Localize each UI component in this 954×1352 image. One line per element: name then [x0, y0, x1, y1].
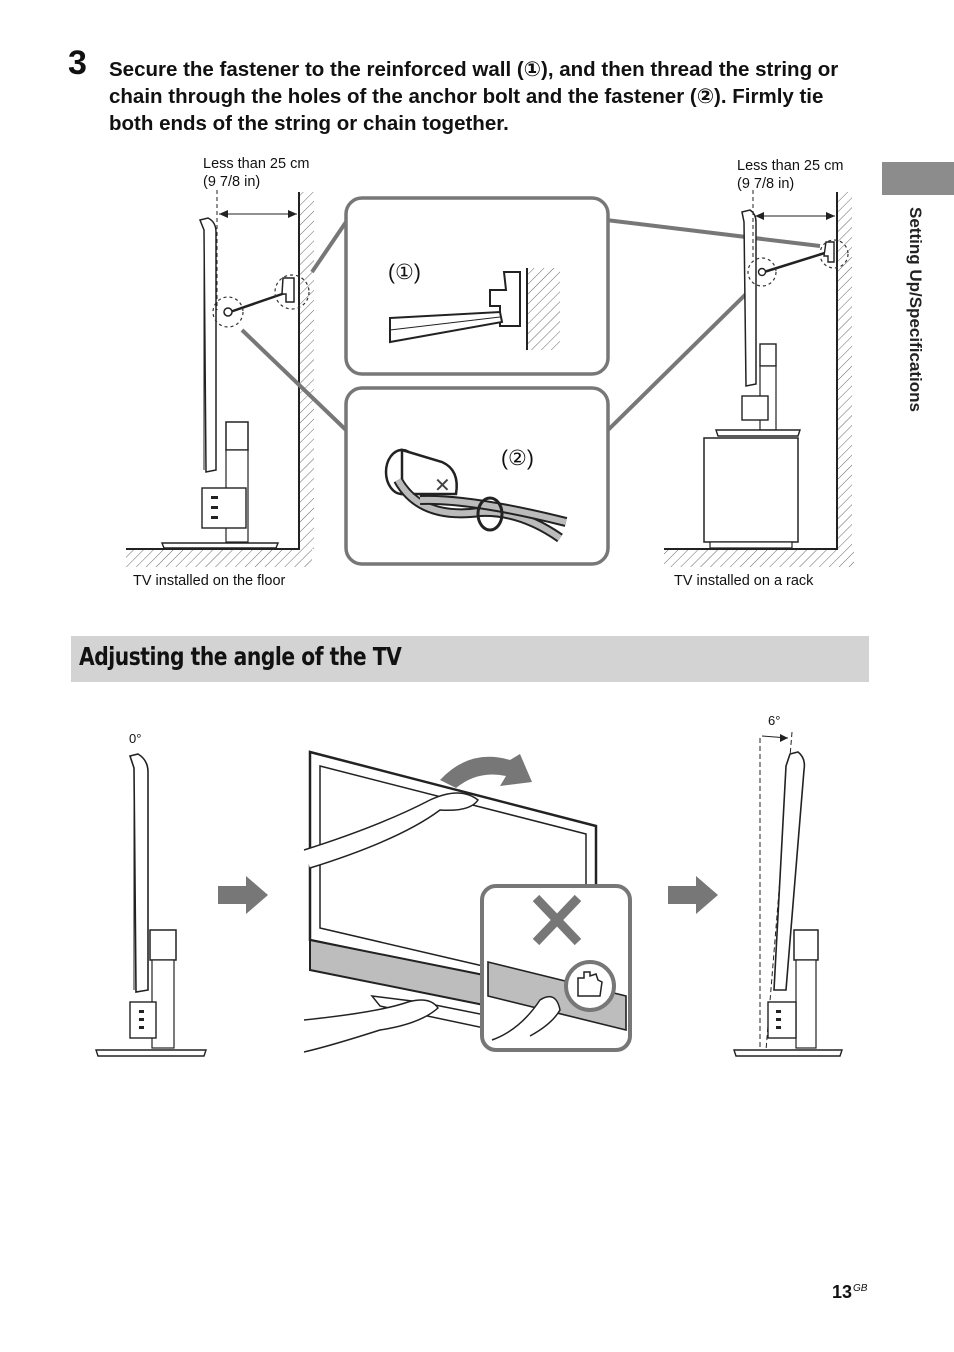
step-instruction: Secure the fastener to the reinforced wa…: [109, 58, 839, 135]
anchor-bolt-callout: ✕: [240, 290, 750, 566]
callout-number-2: (②): [501, 447, 534, 470]
angle-label-end: 6°: [768, 713, 781, 728]
hand-caution-icon: [564, 960, 616, 1012]
tv-on-rack-drawing: [664, 190, 854, 567]
page-number-value: 13: [832, 1282, 853, 1302]
right-arrow-icon-1: [218, 876, 268, 914]
prohibited-cross-icon: [532, 894, 582, 946]
tv-upright-drawing: [95, 753, 207, 1057]
left-distance-label-line2: (9 7/8 in): [203, 174, 261, 190]
step-number: 3: [68, 44, 87, 82]
tv-on-floor-drawing: [126, 190, 314, 567]
caption-rack: TV installed on a rack: [674, 573, 814, 589]
tv-tilted-drawing: [733, 731, 843, 1057]
page-number: 13GB: [832, 1282, 867, 1303]
fastener-callout: [310, 196, 821, 376]
caption-floor: TV installed on the floor: [133, 573, 286, 589]
right-distance-label-line1: Less than 25 cm: [737, 158, 844, 174]
right-arrow-icon-2: [668, 876, 718, 914]
page-number-suffix: GB: [853, 1283, 868, 1294]
left-distance-label-line1: Less than 25 cm: [203, 156, 310, 172]
svg-text:✕: ✕: [434, 473, 451, 497]
right-distance-label-line2: (9 7/8 in): [737, 176, 795, 192]
section-header: Adjusting the angle of the TV: [71, 636, 869, 682]
angle-label-start: 0°: [129, 731, 142, 746]
tv-tilting-drawing: [303, 750, 632, 1053]
sidebar-section-label: Setting Up/Specifications: [906, 207, 925, 412]
section-title: Adjusting the angle of the TV: [79, 642, 402, 671]
section-tab-marker: [882, 162, 954, 195]
callout-number-1: (①): [388, 261, 421, 284]
